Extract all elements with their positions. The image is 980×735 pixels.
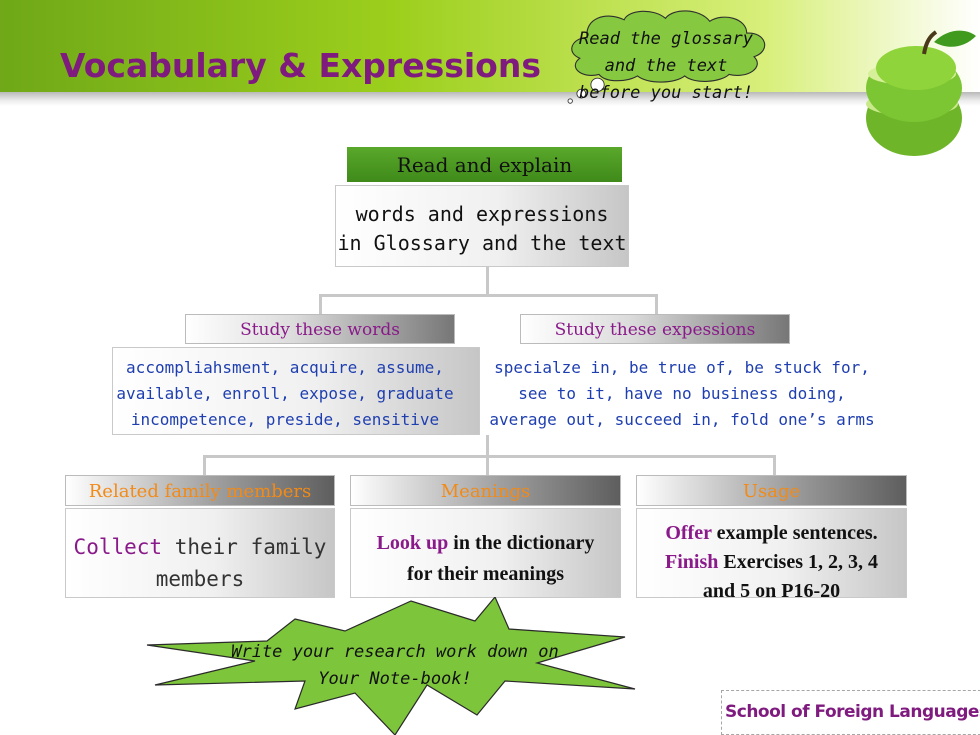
connector-line	[319, 294, 322, 314]
star-line-1: Write your research work down on	[231, 642, 559, 662]
study-words-box	[112, 347, 480, 435]
header-band	[0, 0, 980, 92]
cloud-line-1: Read the glossary	[579, 29, 753, 49]
star-line-2: Your Note-book!	[318, 669, 472, 689]
related-family-header: Related family members	[65, 475, 335, 506]
expressions-line-1: specialze in, be true of, be stuck for,	[494, 358, 870, 377]
words-line-2: available, enroll, expose, graduate	[116, 384, 454, 403]
slide-title: Vocabulary & Expressions	[60, 46, 541, 85]
meanings-text: Look up in the dictionary for their mean…	[351, 509, 620, 590]
thought-cloud-icon	[567, 10, 766, 104]
header-shadow	[0, 92, 980, 106]
connector-line	[655, 294, 658, 314]
meanings-header: Meanings	[350, 475, 621, 506]
starburst-note: Write your research work down on Your No…	[200, 639, 590, 693]
connector-line	[319, 294, 657, 297]
study-expressions-header: Study these expessions	[520, 314, 790, 344]
expressions-line-2: see to it, have no business doing,	[518, 384, 846, 403]
offer-keyword: Offer	[665, 522, 712, 544]
usage-text: Offer example sentences. Finish Exercise…	[637, 509, 906, 606]
usage-rest-2: Exercises 1, 2, 3, 4	[718, 551, 878, 573]
read-explain-header: Read and explain	[347, 147, 622, 182]
family-rest-2: members	[155, 567, 245, 591]
connector-line	[203, 455, 206, 475]
usage-header: Usage	[636, 475, 907, 506]
words-line-1: accompliahsment, acquire, assume,	[126, 358, 444, 377]
meanings-box: Look up in the dictionary for their mean…	[350, 508, 621, 598]
study-words-header: Study these words	[185, 314, 455, 344]
usage-rest-1: example sentences.	[711, 522, 878, 544]
read-explain-line-1: words and expressions	[355, 202, 609, 226]
read-explain-box: words and expressions in Glossary and th…	[335, 185, 629, 267]
green-apple-icon	[866, 30, 976, 156]
finish-keyword: Finish	[665, 551, 719, 573]
starburst-icon	[146, 597, 636, 735]
read-explain-line-2: in Glossary and the text	[337, 231, 627, 255]
usage-rest-3: and 5 on P16-20	[702, 580, 841, 602]
connector-line	[773, 455, 776, 475]
study-expressions-list: specialze in, be true of, be stuck for, …	[466, 355, 898, 433]
related-family-box: Collect their family members	[65, 508, 335, 598]
expressions-line-3: average out, succeed in, fold one’s arms	[489, 410, 875, 429]
connector-line	[203, 455, 776, 458]
cloud-line-3: before you start!	[579, 83, 753, 103]
school-label: School of Foreign Languages	[721, 690, 980, 735]
look-up-keyword: Look up	[376, 532, 449, 554]
collect-keyword: Collect	[73, 535, 163, 559]
study-words-list: accompliahsment, acquire, assume, availa…	[100, 355, 470, 433]
words-line-3: incompetence, preside, sensitive	[130, 410, 440, 429]
connector-line	[486, 435, 489, 457]
related-family-text: Collect their family members	[66, 509, 334, 595]
cloud-line-2: and the text	[604, 56, 728, 76]
connector-line	[486, 455, 489, 475]
meanings-rest-1: in the dictionary	[448, 532, 595, 554]
cloud-callout-text: Read the glossary and the text before yo…	[548, 26, 784, 107]
family-rest-1: their family	[162, 535, 327, 559]
usage-box: Offer example sentences. Finish Exercise…	[636, 508, 907, 602]
meanings-rest-2: for their meanings	[406, 563, 565, 585]
connector-line	[486, 267, 489, 295]
